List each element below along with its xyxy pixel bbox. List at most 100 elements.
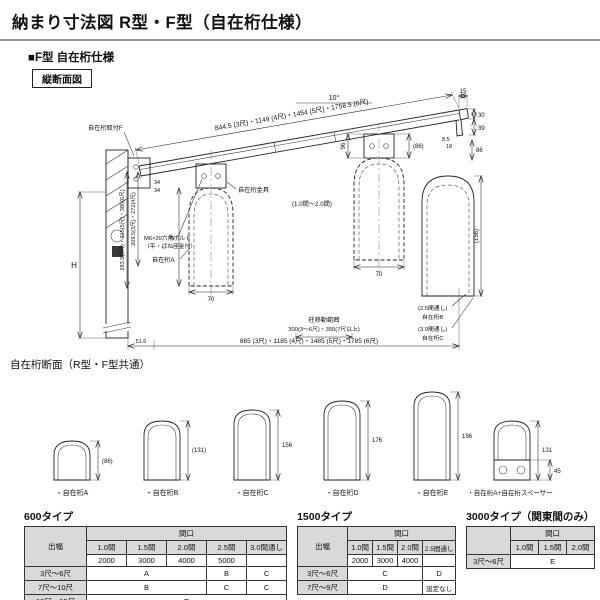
dim-70-a: 70	[189, 286, 233, 303]
dim-96-text: 96	[341, 142, 347, 149]
label-girder-a: 自在桁A	[152, 247, 191, 264]
label-post-move-range: 柱移動範囲 300(3〜6尺)・350(7尺以上)	[288, 316, 360, 340]
profile-girder-b: (131) ・自在桁B	[143, 421, 206, 497]
col-header-span: 間口	[85, 526, 288, 541]
col-header: 2.0間	[566, 540, 596, 555]
span-25-text: (2.5間通し)	[418, 304, 447, 312]
section-heading: ■F型 自在桁仕様	[28, 52, 115, 64]
col-header: 1.5間	[372, 540, 399, 555]
value-cell: B	[206, 566, 247, 581]
dim-86-right-text: 86	[476, 148, 483, 154]
profile-girder-a-spacer: 131 45 ・自在桁A+自在桁スペーサー	[467, 421, 561, 497]
span-30-text: (3.0間通し)	[418, 325, 447, 333]
value-cell: C	[245, 580, 288, 595]
col-header: 1.0間	[510, 540, 540, 555]
col-header: 1.0間	[347, 540, 374, 555]
row-header: 3尺〜6尺	[466, 554, 512, 569]
dim-156: (156)	[474, 176, 483, 296]
col-header: 2.0間	[397, 540, 424, 555]
table-3000-block: 3000タイプ（関東間のみ） 間口 1.0間 1.5間 2.0間 3尺〜6尺 E	[466, 509, 596, 600]
span-range-text: (1.0間〜2.0間)	[292, 201, 332, 208]
wall-bracket	[127, 157, 151, 189]
profiles-heading: 自在桁断面（R型・F型共通）	[10, 359, 150, 371]
mm-cell: 3000	[372, 554, 399, 567]
mm-cell: 2000	[347, 554, 374, 567]
profile-a-dim: (86)	[102, 459, 113, 465]
col-header: 1.5間	[126, 540, 167, 555]
col-header: 2.5間	[206, 540, 247, 555]
profile-girder-c: 156 ・自在桁C	[233, 410, 293, 497]
label-mount-bracket: 自在桁取付F	[88, 124, 135, 157]
profile-d-dim: 176	[372, 438, 383, 444]
profile-b-dim: (131)	[192, 448, 206, 454]
dim-96: 96	[341, 134, 364, 158]
table-1500: 出幅 間口 1.0間 1.5間 2.0間 2.5間通し 2000 3000 40…	[297, 526, 457, 595]
profile-girder-d: 176 ・自在桁D	[323, 401, 383, 497]
view-type-label: 縦断面図	[32, 69, 92, 88]
col-header: 3.0間通し	[245, 540, 288, 555]
value-cell: C	[245, 566, 288, 581]
girder-a-text: 自在桁A	[152, 256, 176, 264]
profile-as-label: ・自在桁A+自在桁スペーサー	[467, 488, 553, 497]
table-3000-title: 3000タイプ（関東間のみ）	[466, 511, 595, 523]
profile-girder-e: 196 ・自在桁E	[413, 392, 473, 497]
dim-H: H	[71, 192, 106, 338]
fitting-text: 自在桁金具	[238, 186, 269, 194]
col-header: 2.0間	[166, 540, 207, 555]
mm-cell: 4000	[397, 554, 424, 567]
table-3000: 間口 1.0間 1.5間 2.0間 3尺〜6尺 E	[466, 526, 596, 569]
dim-70-b: 70	[354, 260, 404, 278]
girder-a-section	[188, 150, 234, 304]
dim-39-text: 39	[478, 126, 485, 132]
dim-30-text: 30	[478, 113, 485, 119]
table-600-title: 600タイプ	[24, 511, 74, 523]
value-cell: A	[86, 566, 207, 581]
dim-H-text: H	[71, 261, 77, 270]
col-header-span: 間口	[347, 526, 457, 541]
bolt-text-1: M6×20六角ボルト	[144, 234, 191, 242]
row-header: 7尺〜9尺	[297, 580, 349, 595]
girder-b-text: 自在桁B	[422, 313, 443, 321]
row-header: 12尺・15尺	[24, 594, 87, 600]
sloped-beam	[138, 107, 470, 177]
post-fixing-block	[112, 246, 123, 257]
move-range-text-2: 300(3〜6尺)・350(7尺以上)	[288, 325, 360, 333]
label-fitting: 自在桁金具	[226, 181, 269, 194]
profile-d-label: ・自在桁D	[325, 488, 358, 497]
dim-86-mid: (86)	[394, 134, 424, 158]
value-cell: 設定なし	[422, 580, 457, 595]
dim-30-39: 30 39	[468, 109, 485, 135]
section-view-diagram: 844.5 (3尺)・1149 (4尺)・1454 (5尺)・1758.5 (6…	[71, 89, 485, 350]
move-range-text-1: 柱移動範囲	[309, 316, 340, 324]
angle-text: 10°	[329, 94, 340, 102]
dim-bottom-length: 51.6 865 (3尺)・1185 (4尺)・1485 (5尺)・1785 (…	[128, 288, 459, 350]
angle-annotation: 10°	[296, 94, 372, 104]
dim-h-text: h	[170, 235, 174, 242]
dim-34-34: 34 34	[154, 180, 160, 194]
row-header: 7尺〜10尺	[24, 580, 87, 595]
value-cell: C	[347, 566, 424, 581]
dim-86-mid-text: (86)	[413, 144, 424, 150]
value-cell: D	[347, 580, 424, 595]
value-cell: B	[86, 580, 207, 595]
spec-tables: 600タイプ 出幅 間口 1.0間 1.5間 2.0間 2.5間 3.0間通し …	[24, 509, 600, 600]
col-header: 2.5間通し	[422, 540, 457, 555]
table-600-block: 600タイプ 出幅 間口 1.0間 1.5間 2.0間 2.5間 3.0間通し …	[24, 509, 288, 600]
mm-cell	[245, 554, 288, 567]
profile-c-label: ・自在桁C	[235, 488, 268, 497]
table-1500-block: 1500タイプ 出幅 間口 1.0間 1.5間 2.0間 2.5間通し 2000…	[297, 509, 457, 600]
mount-bracket-text: 自在桁取付F	[88, 124, 123, 132]
profile-girder-a: (86) ・自在桁A	[53, 441, 113, 497]
label-girder-bc: (2.5間通し) 自在桁B (3.0間通し) 自在桁C	[418, 293, 474, 342]
girder-mid-section	[353, 122, 405, 276]
mm-cell: 3000	[126, 554, 167, 567]
col-header-depth: 出幅	[297, 526, 349, 567]
dim-h-small: h	[170, 188, 179, 286]
page-header: 納まり寸法図 R型・F型（自在桁仕様）	[0, 0, 600, 41]
col-header: 1.5間	[538, 540, 568, 555]
dim-18-text: 18	[446, 144, 452, 150]
col-header-depth	[466, 526, 512, 555]
bolt-text-2: （平・ばね座金付）	[144, 242, 196, 250]
col-header-depth: 出幅	[24, 526, 87, 567]
girder-bc-sections	[421, 175, 475, 297]
